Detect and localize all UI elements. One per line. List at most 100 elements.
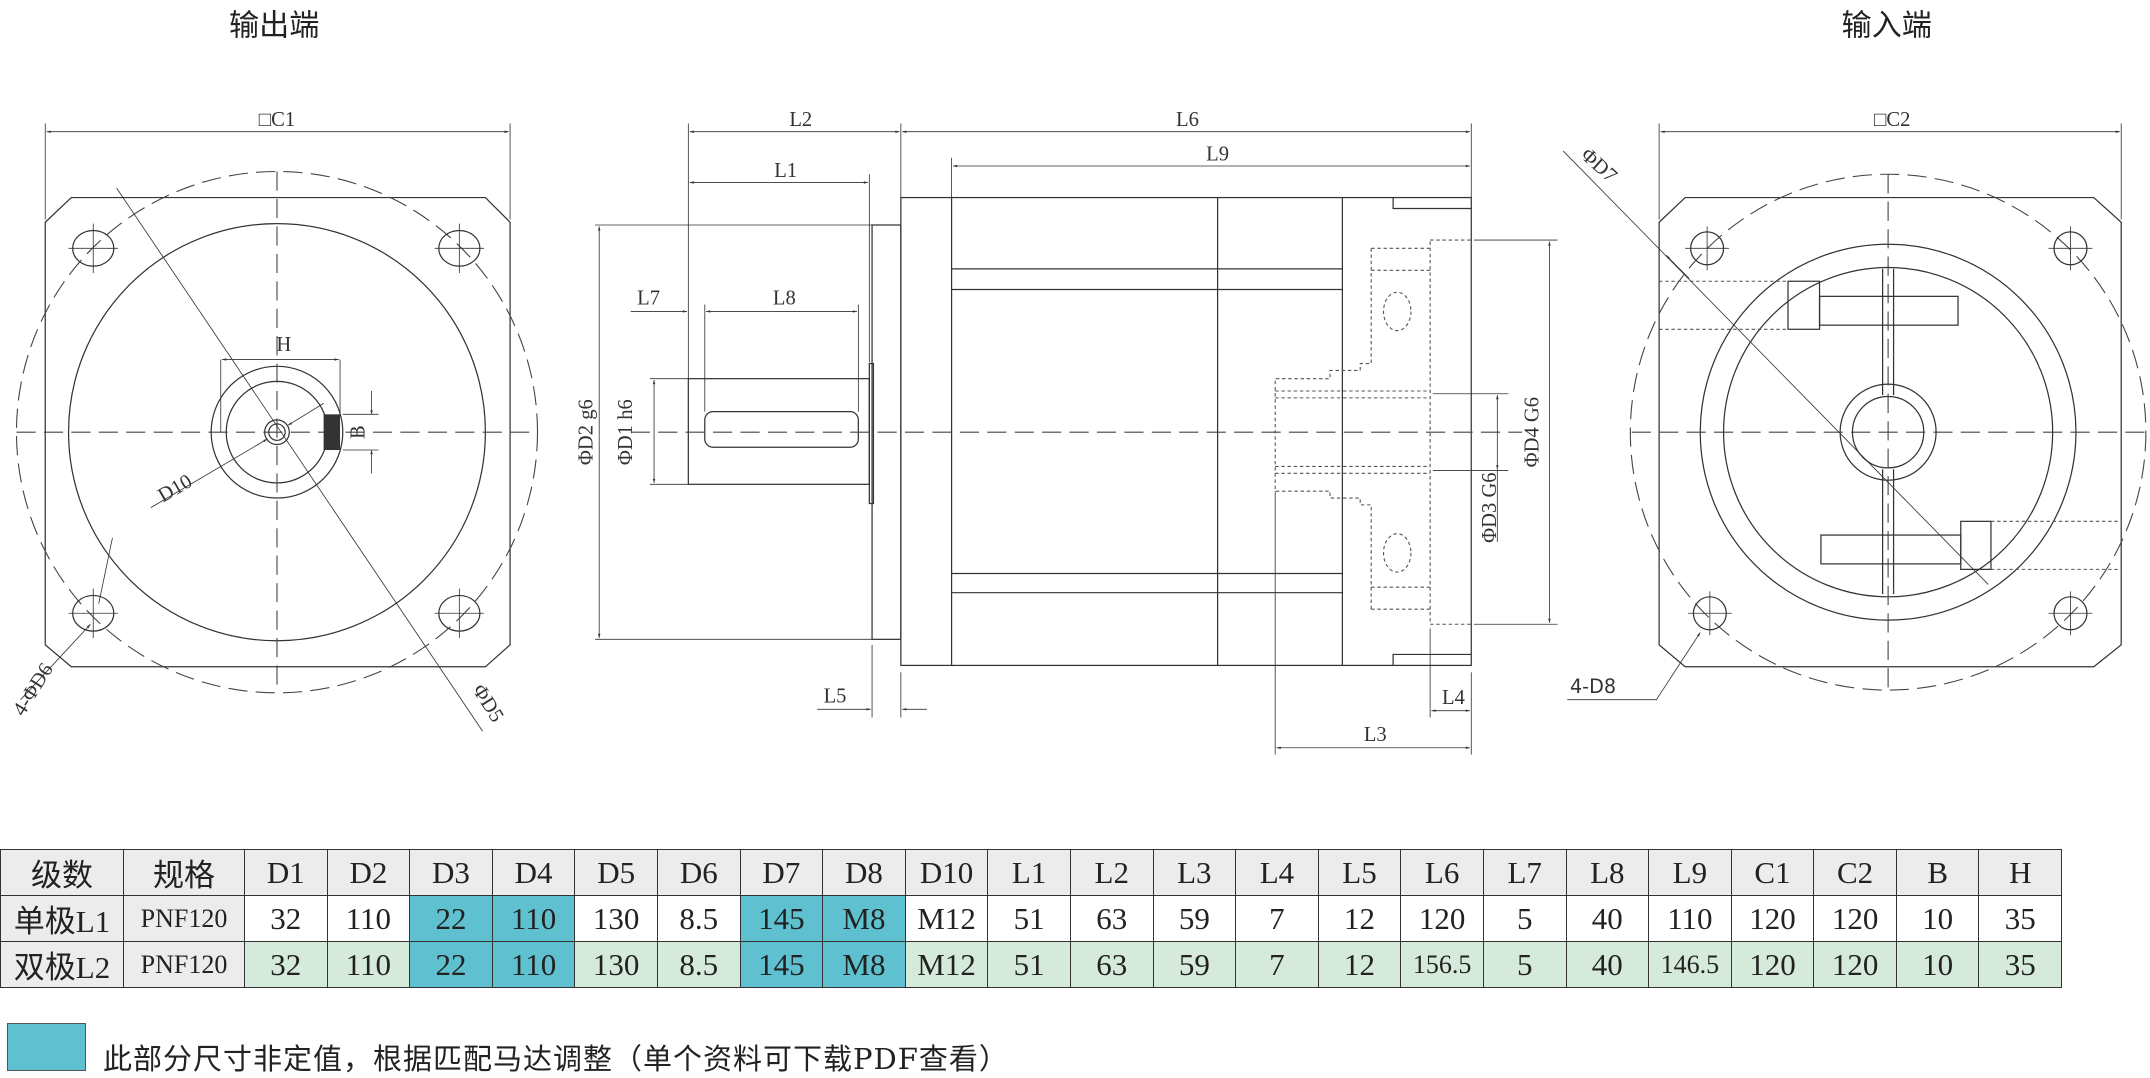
value-cell-d2: 110	[326, 895, 411, 942]
column-header: C2	[1813, 849, 1897, 896]
value-cell-h: 35	[1978, 895, 2063, 942]
value-cell-l8: 40	[1565, 941, 1650, 988]
value-cell-d7: 145	[739, 895, 824, 942]
column-header: B	[1895, 849, 1980, 896]
value-cell-d3: 22	[409, 895, 493, 942]
value-cell-d7: 145	[739, 941, 824, 988]
column-header: L5	[1317, 849, 1402, 896]
dim-d4: ΦD4 G6	[1521, 397, 1543, 467]
dim-d3: ΦD3 G6	[1479, 472, 1501, 542]
dim-l2: L2	[789, 109, 812, 131]
value-cell-l6: 120	[1400, 895, 1484, 942]
clamp-bolts	[1659, 280, 2122, 570]
column-header: L3	[1152, 849, 1237, 896]
value-cell-d6: 8.5	[656, 895, 741, 942]
value-cell-h: 35	[1978, 941, 2063, 988]
dim-l6: L6	[1176, 109, 1199, 131]
dim-l5: L5	[824, 685, 847, 707]
input-end-title: 输入端	[1842, 9, 1932, 44]
value-cell-d6: 8.5	[656, 941, 741, 988]
value-cell-b: 10	[1895, 895, 1980, 942]
dim-l3: L3	[1364, 724, 1387, 746]
output-end-title: 输出端	[229, 9, 319, 44]
column-header: D10	[904, 849, 989, 896]
column-header: L8	[1565, 849, 1650, 896]
value-cell-b: 10	[1895, 941, 1980, 988]
column-header: D7	[739, 849, 824, 896]
value-cell-l2: 63	[1069, 941, 1154, 988]
value-cell-d4: 110	[491, 895, 576, 942]
input-end-view: □C2 ΦD7 4-D8	[1562, 109, 2148, 701]
column-header: L2	[1069, 849, 1154, 896]
value-cell-l6: 156.5	[1400, 941, 1484, 988]
dim-d1: ΦD1 h6	[615, 399, 637, 465]
dim-l7: L7	[637, 288, 660, 310]
column-header: L1	[987, 849, 1071, 896]
value-cell-d3: 22	[409, 941, 493, 988]
dim-c2: □C2	[1874, 109, 1910, 131]
value-cell-d5: 130	[574, 941, 658, 988]
value-cell-l5: 12	[1317, 941, 1402, 988]
dim-d10: D10	[154, 470, 196, 507]
dim-l4: L4	[1442, 687, 1465, 709]
column-header: D4	[491, 849, 576, 896]
stage-cell: 双极L2	[0, 941, 124, 988]
key-slot	[323, 414, 341, 451]
mounting-holes	[68, 223, 485, 638]
legend-text: 此部分尺寸非定值，根据匹配马达调整（单个资料可下载PDF查看）	[103, 1042, 1009, 1076]
dim-d7: ΦD7	[1576, 144, 1621, 187]
value-cell-c2: 120	[1813, 895, 1897, 942]
column-header: D5	[574, 849, 658, 896]
column-header: D6	[656, 849, 741, 896]
dim-b: B	[348, 425, 370, 439]
value-cell-l1: 51	[987, 941, 1071, 988]
column-header: D8	[822, 849, 906, 896]
value-cell-l9: 110	[1648, 895, 1732, 942]
value-cell-d10: M12	[904, 895, 989, 942]
dim-l1: L1	[774, 160, 797, 182]
column-header: C1	[1730, 849, 1815, 896]
column-header: L6	[1400, 849, 1484, 896]
dim-d8: 4-D8	[1570, 675, 1616, 698]
dim-l9: L9	[1206, 144, 1229, 166]
legend-color-swatch	[7, 1023, 86, 1071]
value-cell-l5: 12	[1317, 895, 1402, 942]
model-cell: PNF120	[123, 895, 245, 942]
column-header: L9	[1648, 849, 1732, 896]
value-cell-d1: 32	[244, 941, 328, 988]
value-cell-l2: 63	[1069, 895, 1154, 942]
column-header: D2	[326, 849, 411, 896]
side-view: L2 L6 L1 L9 ΦD2 g6 ΦD1 h6 L7 L8 L5	[575, 109, 1558, 755]
value-cell-c1: 120	[1730, 895, 1815, 942]
model-cell: PNF120	[123, 941, 245, 988]
value-cell-l7: 5	[1482, 895, 1567, 942]
dim-h: H	[276, 334, 291, 356]
value-cell-l8: 40	[1565, 895, 1650, 942]
column-header: 级数	[0, 849, 124, 896]
value-cell-l7: 5	[1482, 941, 1567, 988]
value-cell-d1: 32	[244, 895, 328, 942]
dim-c1: □C1	[259, 109, 295, 131]
value-cell-d10: M12	[904, 941, 989, 988]
column-header: H	[1978, 849, 2063, 896]
value-cell-l3: 59	[1152, 895, 1237, 942]
value-cell-l9: 146.5	[1648, 941, 1732, 988]
value-cell-l3: 59	[1152, 941, 1237, 988]
value-cell-d5: 130	[574, 895, 658, 942]
stage-cell: 单极L1	[0, 895, 124, 942]
column-header: D1	[244, 849, 328, 896]
dim-l8: L8	[773, 288, 796, 310]
value-cell-d4: 110	[491, 941, 576, 988]
output-end-view: □C1 H B D10 4-ΦD6 ΦD5	[9, 109, 539, 732]
value-cell-l4: 7	[1235, 941, 1319, 988]
column-header: L7	[1482, 849, 1567, 896]
value-cell-l4: 7	[1235, 895, 1319, 942]
dim-d6: 4-ΦD6	[9, 660, 58, 720]
value-cell-d8: M8	[822, 895, 906, 942]
value-cell-c1: 120	[1730, 941, 1815, 988]
